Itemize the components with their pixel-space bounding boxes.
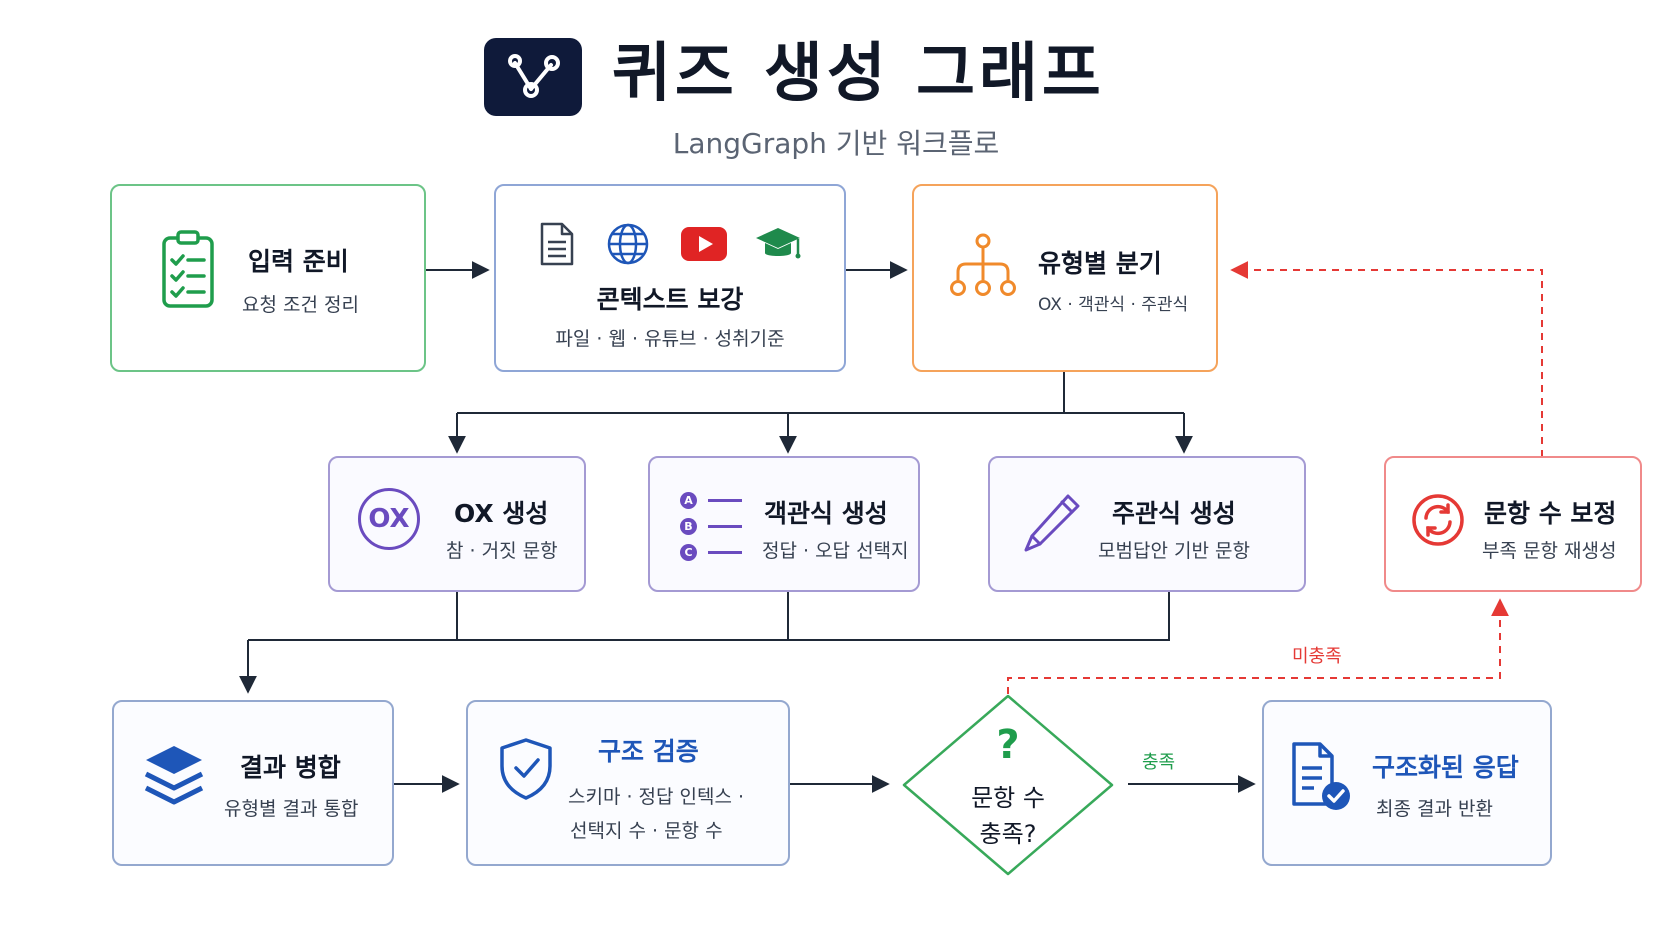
decision-line1: 문항 수 — [971, 784, 1045, 812]
node-desc: 모범답안 기반 문항 — [1098, 540, 1250, 562]
choice-b-badge: B — [680, 518, 697, 535]
edge-label-unsatisfied: 미충족 — [1292, 646, 1342, 667]
decision-line2: 충족? — [979, 820, 1037, 848]
edge-countfix-to-branch — [1230, 261, 1543, 457]
node-title: 입력 준비 — [248, 247, 349, 276]
node-type-branch[interactable]: 유형별 분기 OX · 객관식 · 주관식 — [912, 184, 1218, 372]
header-logo — [484, 38, 582, 116]
page-subtitle: LangGraph 기반 워크플로 — [672, 127, 1000, 160]
node-count-fix[interactable]: 문항 수 보정 부족 문항 재생성 — [1384, 456, 1642, 592]
clipboard-checklist-icon — [162, 230, 214, 308]
ox-circle-icon: OX — [358, 488, 420, 550]
node-sa-gen[interactable]: 주관식 생성 모범답안 기반 문항 — [988, 456, 1306, 592]
youtube-icon — [681, 227, 727, 261]
node-title: 주관식 생성 — [1112, 499, 1236, 528]
node-title: 구조화된 응답 — [1372, 753, 1519, 782]
document-check-icon — [1292, 742, 1350, 810]
ox-icon-text: OX — [368, 504, 410, 534]
layers-icon — [144, 746, 204, 805]
pencil-icon — [1024, 494, 1080, 552]
node-desc-line2: 선택지 수 · 문항 수 — [570, 820, 723, 842]
node-title: 객관식 생성 — [764, 499, 888, 528]
node-mc-gen[interactable]: A B C 객관식 생성 정답 · 오답 선택지 — [648, 456, 920, 592]
choice-c-badge: C — [680, 544, 697, 561]
decision-question-mark: ? — [996, 722, 1020, 768]
graduation-cap-icon — [756, 228, 801, 259]
node-title: 콘텍스트 보강 — [596, 285, 744, 314]
node-desc-line1: 스키마 · 정답 인텍스 · — [568, 786, 745, 808]
node-title: 문항 수 보정 — [1484, 499, 1617, 528]
node-title: 결과 병합 — [240, 753, 341, 782]
node-desc: 요청 조건 정리 — [242, 294, 359, 316]
document-icon — [540, 222, 574, 266]
page-title: 퀴즈 생성 그래프 — [612, 37, 1105, 111]
node-desc: 파일 · 웹 · 유튜브 · 성취기준 — [555, 328, 785, 350]
node-merge[interactable]: 결과 병합 유형별 결과 통합 — [112, 700, 394, 866]
node-desc: 참 · 거짓 문항 — [446, 540, 558, 562]
node-desc: 부족 문항 재생성 — [1482, 540, 1617, 562]
node-validate[interactable]: 구조 검증 스키마 · 정답 인텍스 · 선택지 수 · 문항 수 — [466, 700, 790, 866]
node-response[interactable]: 구조화된 응답 최종 결과 반환 — [1262, 700, 1552, 866]
decision-diamond[interactable] — [896, 692, 1120, 878]
shield-check-icon — [500, 738, 552, 800]
node-title: OX 생성 — [454, 499, 549, 528]
edge-label-satisfied: 충족 — [1142, 752, 1176, 773]
hierarchy-icon — [950, 233, 1016, 296]
edge-decision-to-countfix — [1007, 598, 1509, 694]
edge-branch-fanout — [457, 372, 1184, 414]
node-desc: OX · 객관식 · 주관식 — [1038, 295, 1189, 315]
node-ox-gen[interactable]: OX OX 생성 참 · 거짓 문항 — [328, 456, 586, 592]
node-desc: 정답 · 오답 선택지 — [762, 540, 909, 562]
node-title: 구조 검증 — [598, 737, 699, 766]
globe-icon — [607, 223, 649, 265]
node-desc: 최종 결과 반환 — [1376, 798, 1493, 820]
node-input-prep[interactable]: 입력 준비 요청 조건 정리 — [110, 184, 426, 372]
edge-generators-join — [248, 592, 1170, 641]
node-desc: 유형별 결과 통합 — [224, 798, 359, 820]
node-context[interactable]: 콘텍스트 보강 파일 · 웹 · 유튜브 · 성취기준 — [494, 184, 846, 372]
graph-nodes-icon — [508, 54, 560, 98]
node-title: 유형별 분기 — [1038, 249, 1162, 278]
choice-list-icon: A B C — [680, 492, 746, 566]
choice-a-badge: A — [680, 492, 697, 509]
refresh-icon — [1412, 494, 1464, 546]
